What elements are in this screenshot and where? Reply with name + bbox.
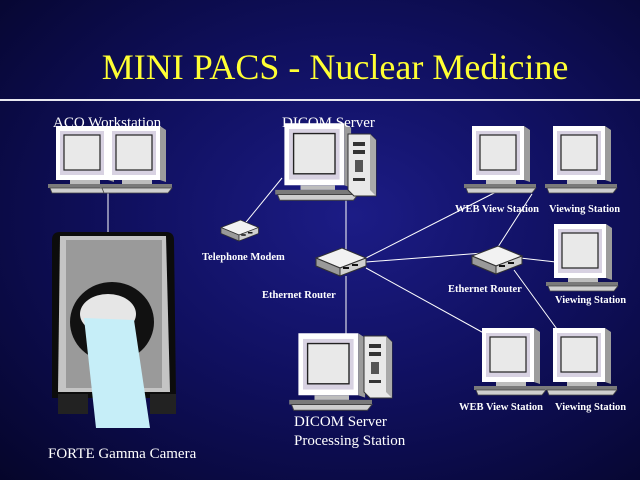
ethernet-router-right-icon bbox=[471, 245, 523, 275]
viewing-station-top-label: Viewing Station bbox=[549, 204, 621, 215]
telephone-modem-icon bbox=[220, 219, 259, 242]
dicom-server-processing-label-2: Processing Station bbox=[294, 433, 406, 449]
ethernet-router-left-icon bbox=[315, 247, 367, 277]
title-divider bbox=[0, 99, 640, 101]
forte-gamma-camera-label: FORTE Gamma Camera bbox=[48, 446, 197, 462]
viewing-station-bottom-label: Viewing Station bbox=[555, 402, 627, 413]
web-view-station-bottom-label: WEB View Station bbox=[459, 402, 544, 413]
acq-workstation-label: ACQ Workstation bbox=[53, 115, 162, 131]
viewing-station-mid-label: Viewing Station bbox=[555, 295, 627, 306]
viewing-station-bottom-icon bbox=[544, 327, 618, 396]
gamma-camera-icon bbox=[52, 232, 176, 428]
ethernet-router-right-label: Ethernet Router bbox=[448, 284, 522, 295]
dicom-server-icon bbox=[274, 122, 377, 201]
viewing-station-top-icon bbox=[544, 125, 618, 194]
dicom-server-label: DICOM Server bbox=[282, 115, 375, 131]
acq-workstation-icon bbox=[47, 125, 173, 194]
telephone-modem-label: Telephone Modem bbox=[202, 252, 285, 263]
page-title: MINI PACS - Nuclear Medicine bbox=[101, 47, 569, 87]
dicom-processing-station-icon bbox=[288, 332, 393, 411]
web-view-station-top-label: WEB View Station bbox=[455, 204, 540, 215]
web-view-station-top-icon bbox=[463, 125, 537, 194]
dicom-server-processing-label-1: DICOM Server bbox=[294, 414, 387, 430]
ethernet-router-left-label: Ethernet Router bbox=[262, 290, 336, 301]
web-view-station-bottom-icon bbox=[473, 327, 547, 396]
viewing-station-mid-icon bbox=[545, 223, 619, 292]
